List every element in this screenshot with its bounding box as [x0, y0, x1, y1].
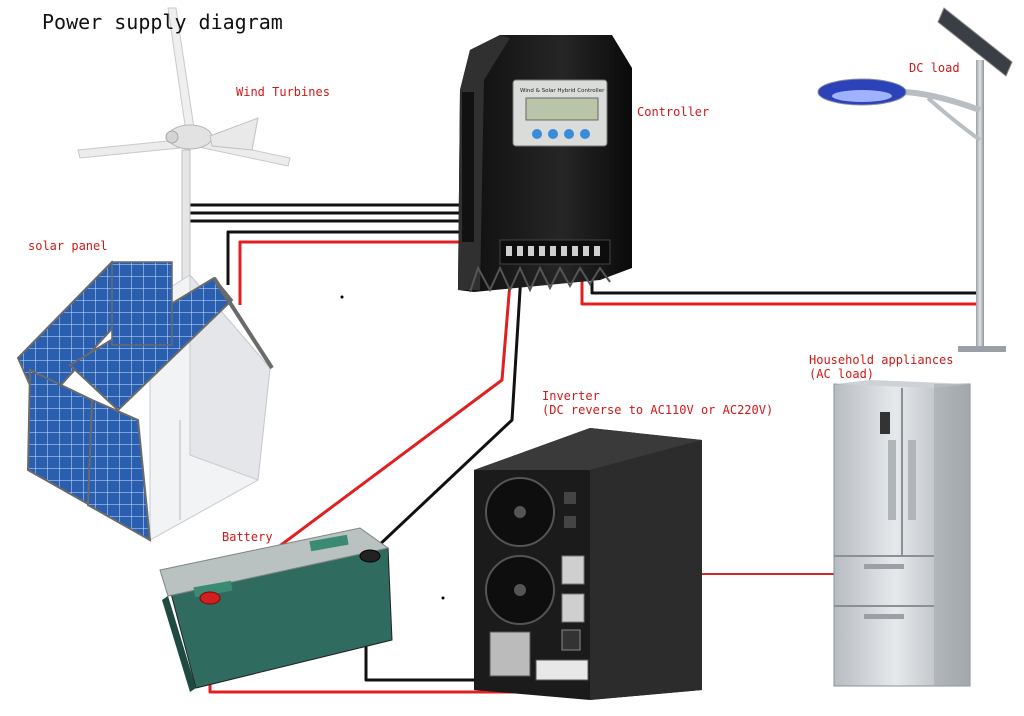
stray-dot — [441, 596, 445, 600]
stray-dot — [340, 295, 344, 299]
label-inverter-desc: (DC reverse to AC110V or AC220V) — [542, 403, 774, 417]
wire-dcload-black — [590, 262, 980, 295]
solar-house-icon — [16, 260, 274, 542]
street-lamp-icon — [817, 7, 1013, 352]
label-wind-turbines: Wind Turbines — [236, 85, 330, 99]
battery-icon — [159, 527, 393, 692]
wire-dcload-red — [580, 262, 980, 306]
refrigerator-icon — [833, 380, 971, 687]
controller-screen-label: Wind & Solar Hybrid Controller — [520, 88, 605, 94]
label-dc-load: DC load — [909, 61, 960, 75]
label-battery: Battery — [222, 530, 273, 544]
wind-turbine-icon — [77, 7, 291, 291]
label-inverter: Inverter — [542, 389, 600, 403]
label-ac-load: (AC load) — [809, 367, 875, 381]
diagram-title: Power supply diagram — [42, 10, 283, 34]
label-household-appliances: Household appliances — [809, 353, 954, 367]
controller-icon: Wind & Solar Hybrid Controller — [458, 35, 632, 293]
label-controller: Controller — [637, 105, 710, 119]
inverter-icon — [474, 428, 702, 700]
label-solar-panel: solar panel — [28, 239, 108, 253]
